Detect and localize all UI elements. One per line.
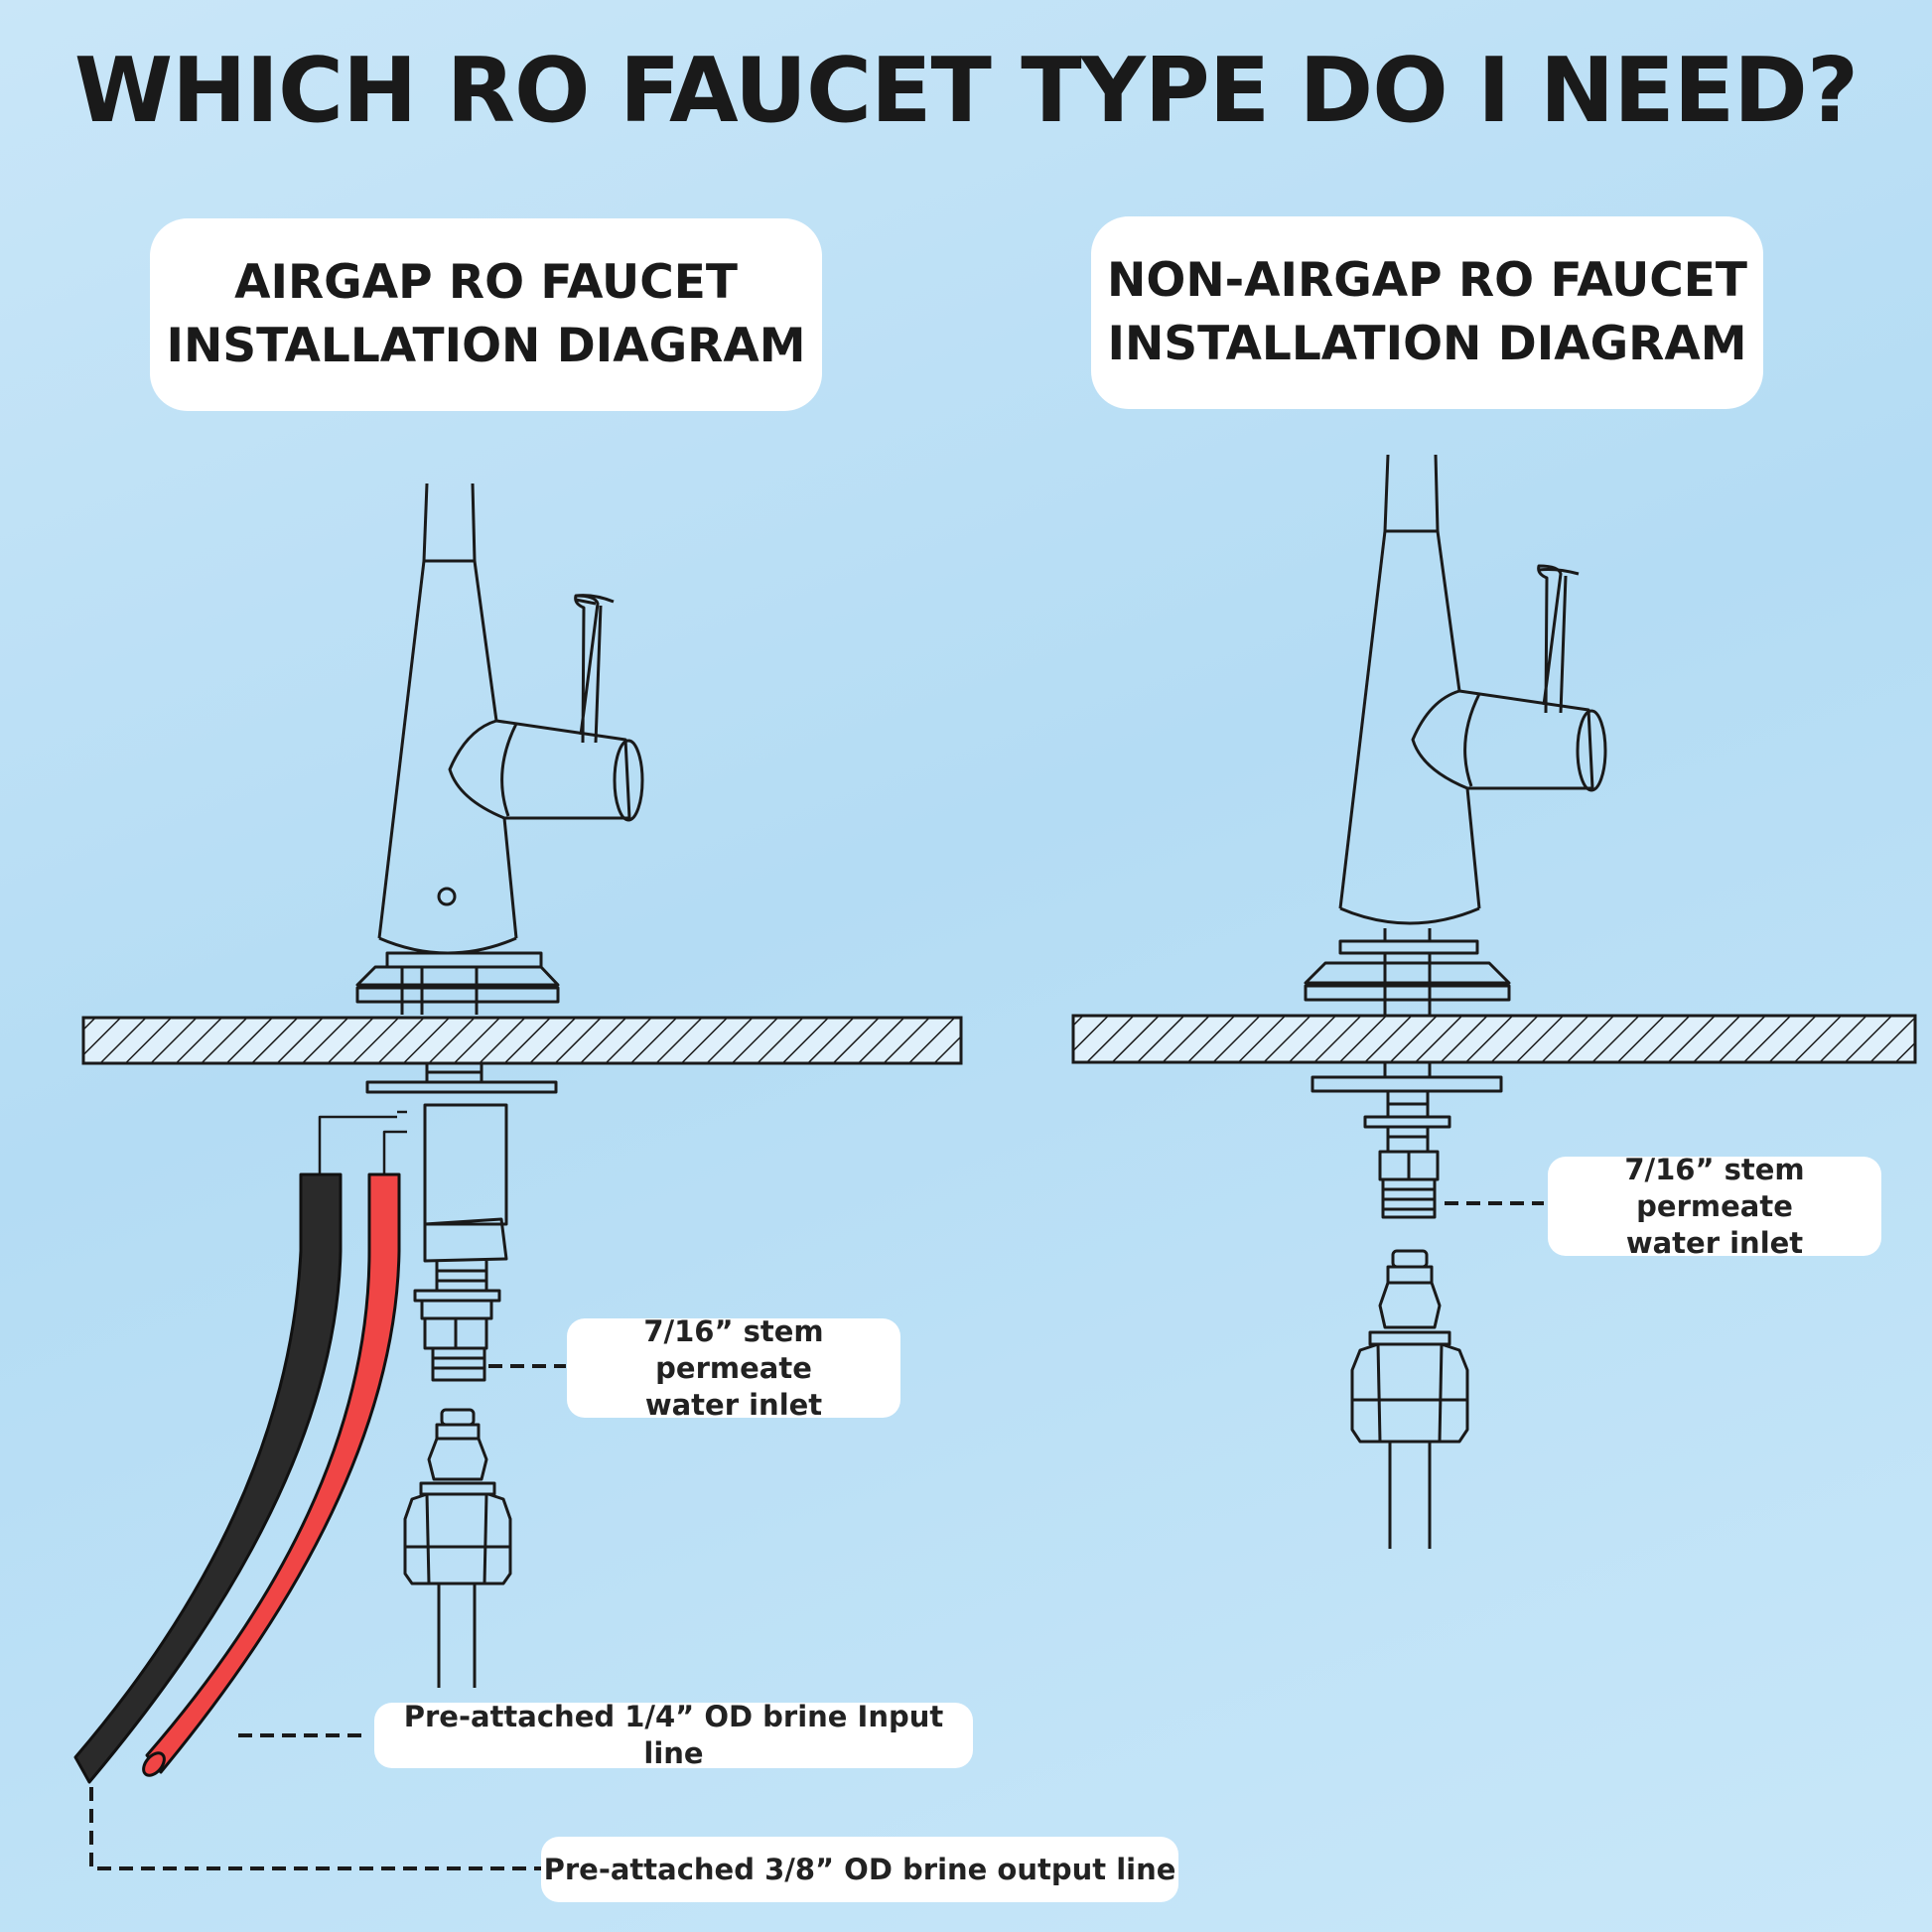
airgap-quick-connect-fitting [403,1408,512,1688]
airgap-stem-label: 7/16” stem permeate water inlet [567,1314,900,1422]
airgap-upper-flanges [355,951,560,1015]
airgap-heading-line1: AIRGAP RO FAUCET [234,255,738,310]
non-airgap-countertop [1071,1014,1917,1064]
brine-output-tube [73,1173,343,1784]
non-airgap-upper-flanges [1304,928,1511,1016]
non-airgap-lower-hardware [1311,1062,1503,1219]
airgap-stem-label-line2: water inlet [644,1387,823,1422]
non-airgap-stem-label-line1: 7/16” stem permeate [1624,1152,1805,1223]
airgap-lower-hardware [365,1062,558,1382]
non-airgap-stem-label-line2: water inlet [1625,1225,1804,1260]
airgap-faucet-drawing [318,483,644,1688]
airgap-heading-box: AIRGAP RO FAUCET INSTALLATION DIAGRAM [150,218,822,411]
airgap-stem-label-line1: 7/16” stem permeate [643,1313,824,1385]
airgap-handle [448,594,644,822]
airgap-countertop [81,1016,963,1065]
non-airgap-heading-box: NON-AIRGAP RO FAUCET INSTALLATION DIAGRA… [1091,216,1763,409]
airgap-spout [377,483,518,955]
non-airgap-handle [1411,564,1607,792]
brine-input-line-label: Pre-attached 1/4” OD brine Input line [374,1700,973,1770]
brine-input-tube [145,1173,401,1774]
brine-output-line-label: Pre-attached 3/8” OD brine output line [541,1837,1178,1902]
brine-input-tube-end [142,1751,166,1777]
page-title: WHICH RO FAUCET TYPE DO I NEED? [73,39,1859,143]
airgap-tube-connectors [318,1110,407,1173]
non-airgap-quick-connect-fitting [1350,1249,1469,1549]
non-airgap-heading-line2: INSTALLATION DIAGRAM [1107,317,1747,371]
non-airgap-stem-label: 7/16” stem permeate water inlet [1548,1153,1881,1260]
airgap-vent-hole [437,887,457,906]
non-airgap-faucet-drawing [1304,454,1607,1549]
airgap-heading-line2: INSTALLATION DIAGRAM [166,319,806,373]
airgap-leader-lines [89,1364,566,1870]
non-airgap-spout [1338,454,1481,925]
non-airgap-heading-line1: NON-AIRGAP RO FAUCET [1107,253,1747,308]
